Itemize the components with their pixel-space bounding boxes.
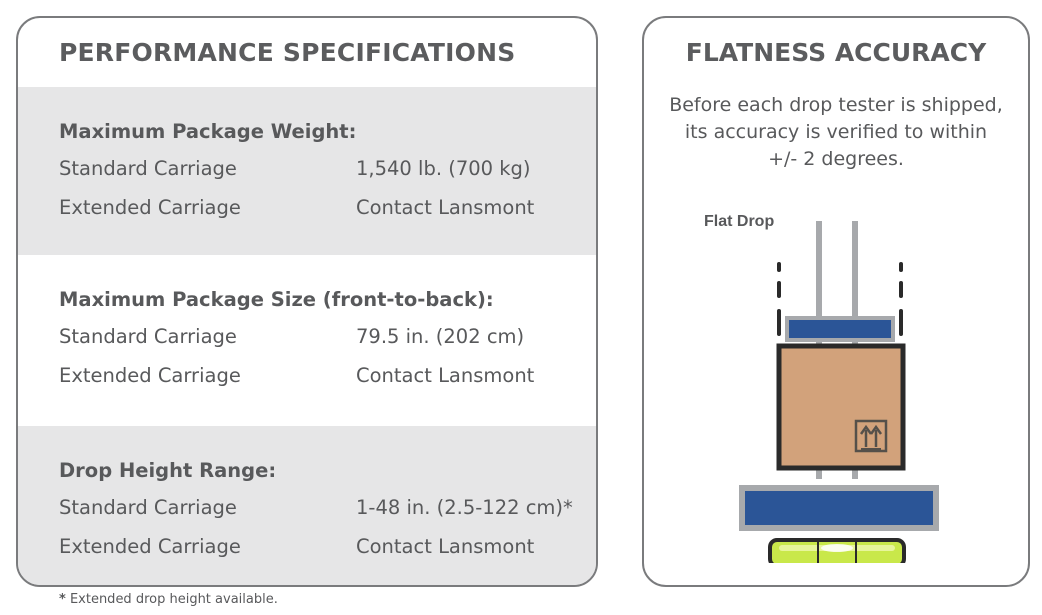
footnote-text: Extended drop height available. <box>65 592 278 607</box>
spec-label: Extended Carriage <box>59 364 241 387</box>
spec-label: Standard Carriage <box>59 325 237 348</box>
spec-label: Standard Carriage <box>59 157 237 180</box>
flat-drop-label: Flat Drop <box>704 213 774 230</box>
package-box <box>776 343 906 471</box>
spec-value: Contact Lansmont <box>356 196 535 219</box>
flatness-accuracy-panel: FLATNESS ACCURACY Before each drop teste… <box>642 16 1030 587</box>
performance-title: PERFORMANCE SPECIFICATIONS <box>59 38 516 67</box>
spec-heading: Maximum Package Weight: <box>59 120 357 143</box>
spec-value: 1,540 lb. (700 kg) <box>356 157 531 180</box>
spec-value: Contact Lansmont <box>356 535 535 558</box>
drop-carriage <box>785 316 895 342</box>
spec-label: Extended Carriage <box>59 535 241 558</box>
footnote-star: * <box>59 592 66 607</box>
motion-lines-left <box>777 262 781 336</box>
flat-drop-diagram: Flat Drop <box>704 213 939 563</box>
spec-value: 1-48 in. (2.5-122 cm)* <box>356 496 573 519</box>
flatness-description: Before each drop tester is shipped, its … <box>654 92 1018 173</box>
this-side-up-icon <box>854 419 888 453</box>
performance-specifications-panel: PERFORMANCE SPECIFICATIONS Maximum Packa… <box>16 16 598 587</box>
spec-label: Extended Carriage <box>59 196 241 219</box>
spec-heading: Drop Height Range: <box>59 459 277 482</box>
footnote: * Extended drop height available. <box>59 592 278 607</box>
spec-value: Contact Lansmont <box>356 364 535 387</box>
spec-section-drop-height: Drop Height Range: Standard Carriage 1-4… <box>18 426 596 585</box>
flatness-title: FLATNESS ACCURACY <box>685 38 987 67</box>
spec-heading: Maximum Package Size (front-to-back): <box>59 288 494 311</box>
bubble-level-icon <box>768 538 906 563</box>
motion-lines-right <box>899 262 903 336</box>
description-line: Before each drop tester is shipped, <box>669 94 1003 116</box>
drop-base <box>739 485 939 531</box>
spec-section-max-weight: Maximum Package Weight: Standard Carriag… <box>18 87 596 255</box>
spec-label: Standard Carriage <box>59 496 237 519</box>
description-line: +/- 2 degrees. <box>768 148 904 170</box>
spec-section-max-size: Maximum Package Size (front-to-back): St… <box>18 255 596 426</box>
description-line: its accuracy is verified to within <box>684 121 988 143</box>
spec-value: 79.5 in. (202 cm) <box>356 325 525 348</box>
